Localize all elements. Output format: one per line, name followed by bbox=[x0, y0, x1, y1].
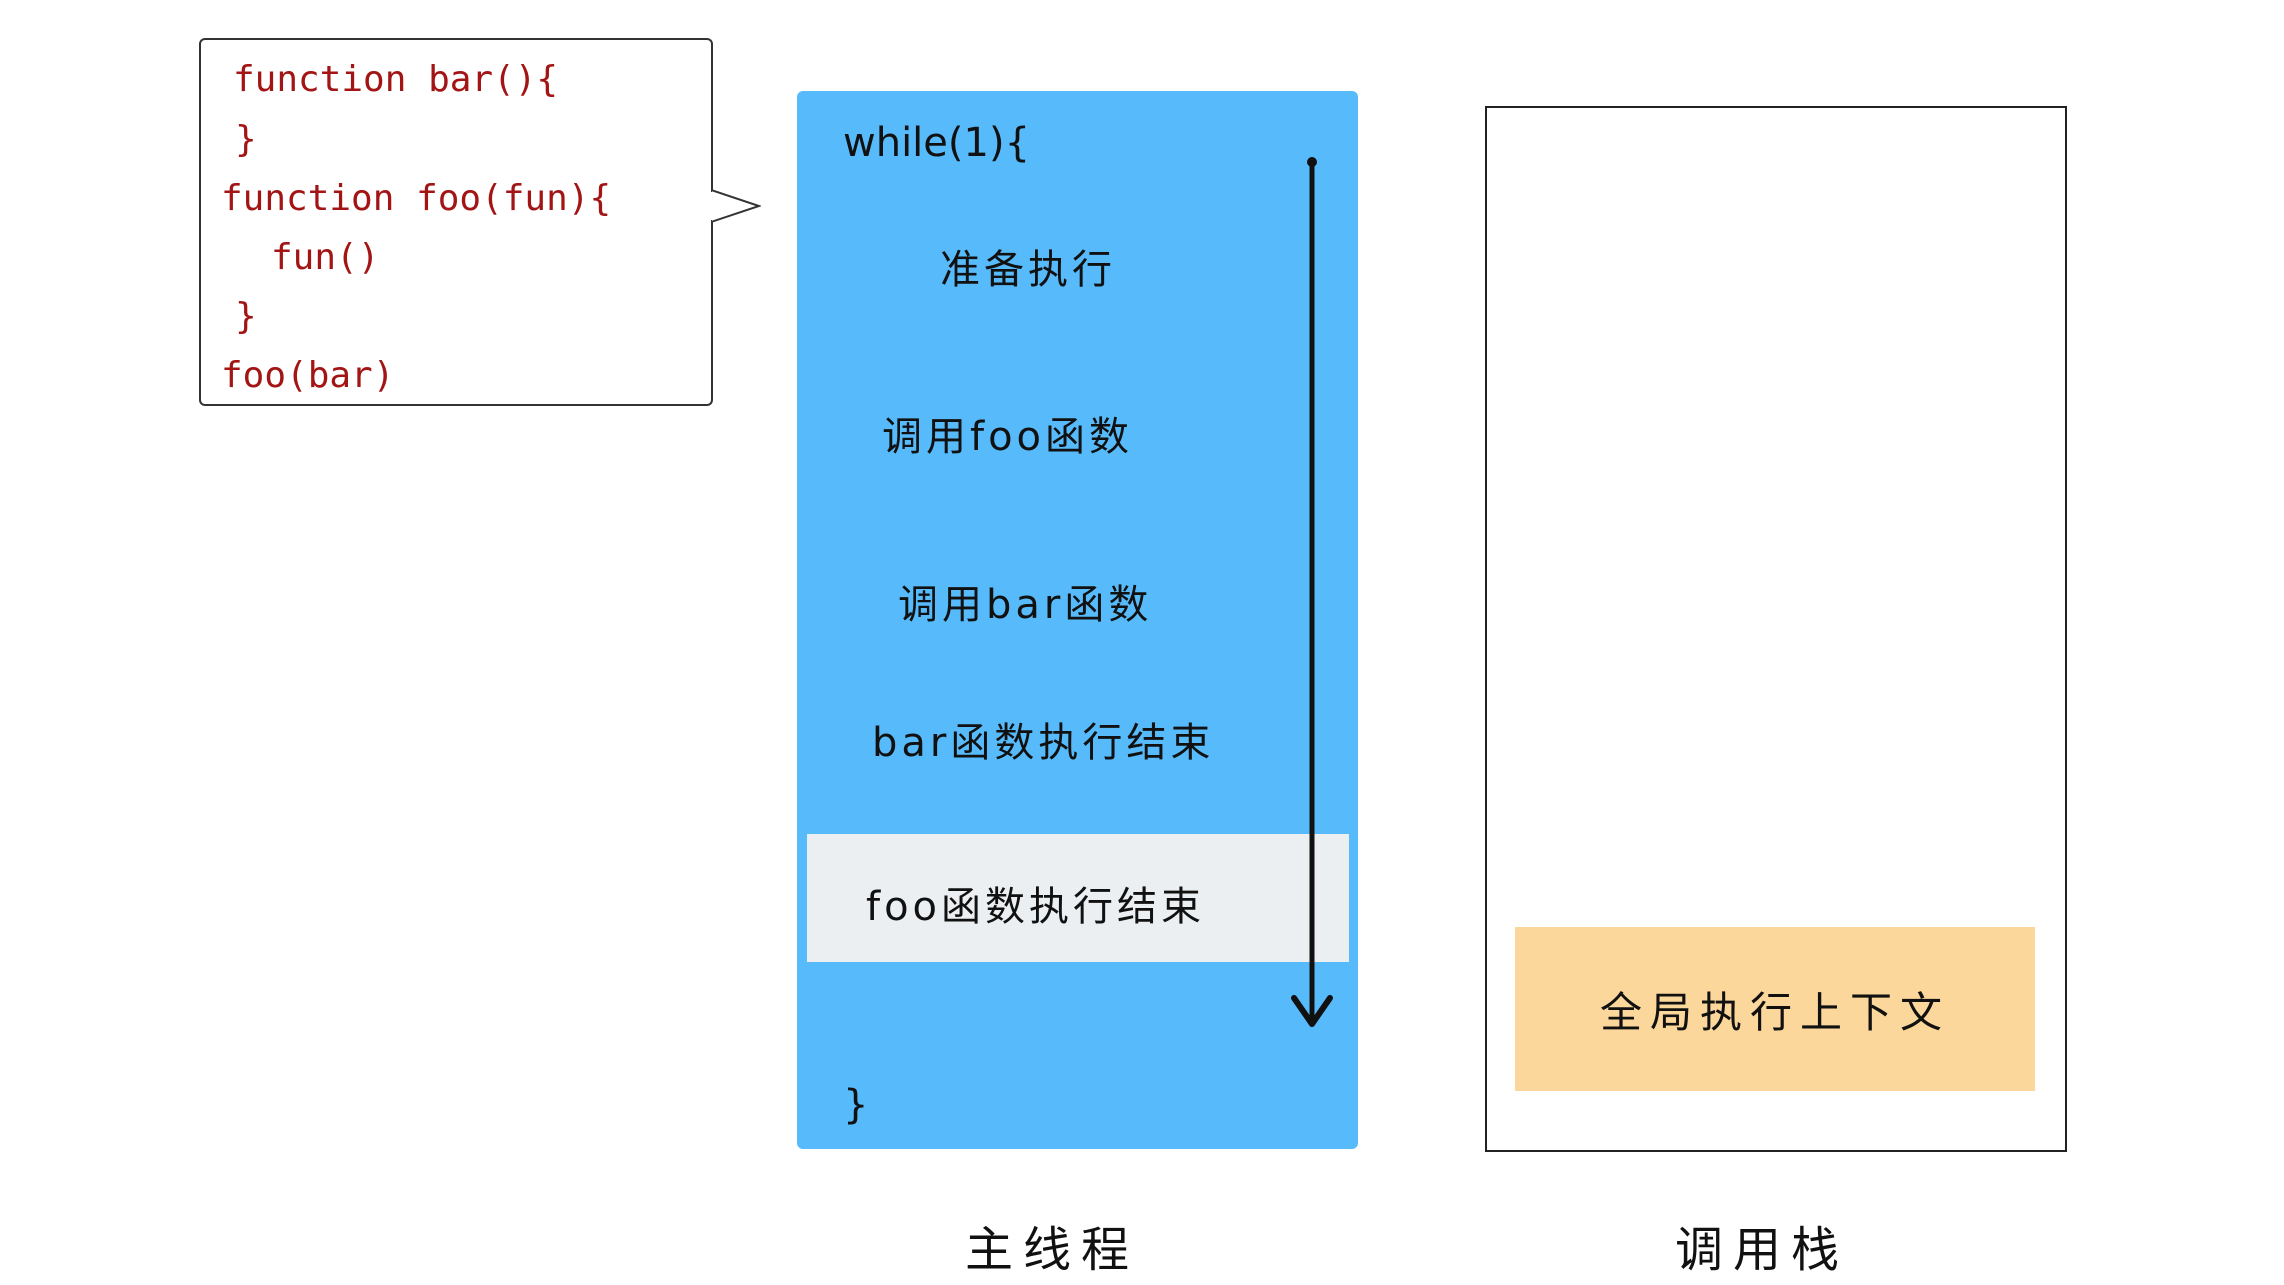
step-call-bar: 调用bar函数 bbox=[898, 582, 1153, 628]
step-foo-finished: foo函数执行结束 bbox=[866, 884, 1206, 930]
execution-flow-arrow bbox=[1291, 157, 1333, 1027]
stack-frame-global: 全局执行上下文 bbox=[1515, 927, 2035, 1091]
code-line: } bbox=[235, 119, 257, 160]
code-line: function bar(){ bbox=[233, 59, 559, 100]
code-line: foo(bar) bbox=[221, 355, 395, 396]
step-prepare: 准备执行 bbox=[940, 247, 1116, 293]
code-line: } bbox=[235, 296, 257, 337]
stack-frame-label: 全局执行上下文 bbox=[1599, 987, 1950, 1037]
main-thread-panel bbox=[797, 91, 1358, 1149]
current-step-highlight bbox=[807, 834, 1349, 962]
code-line: fun() bbox=[271, 237, 380, 278]
code-line: function foo(fun){ bbox=[221, 178, 612, 219]
code-snippet-callout: function bar(){ } function foo(fun){ fun… bbox=[199, 38, 713, 406]
step-bar-finished: bar函数执行结束 bbox=[872, 720, 1215, 766]
call-stack-caption: 调用栈 bbox=[1675, 1222, 1850, 1278]
callout-pointer bbox=[711, 188, 761, 224]
loop-open-text: while(1){ bbox=[843, 120, 1031, 166]
main-thread-caption: 主线程 bbox=[965, 1222, 1140, 1278]
loop-close-text: } bbox=[843, 1082, 869, 1128]
step-call-foo: 调用foo函数 bbox=[882, 414, 1134, 460]
